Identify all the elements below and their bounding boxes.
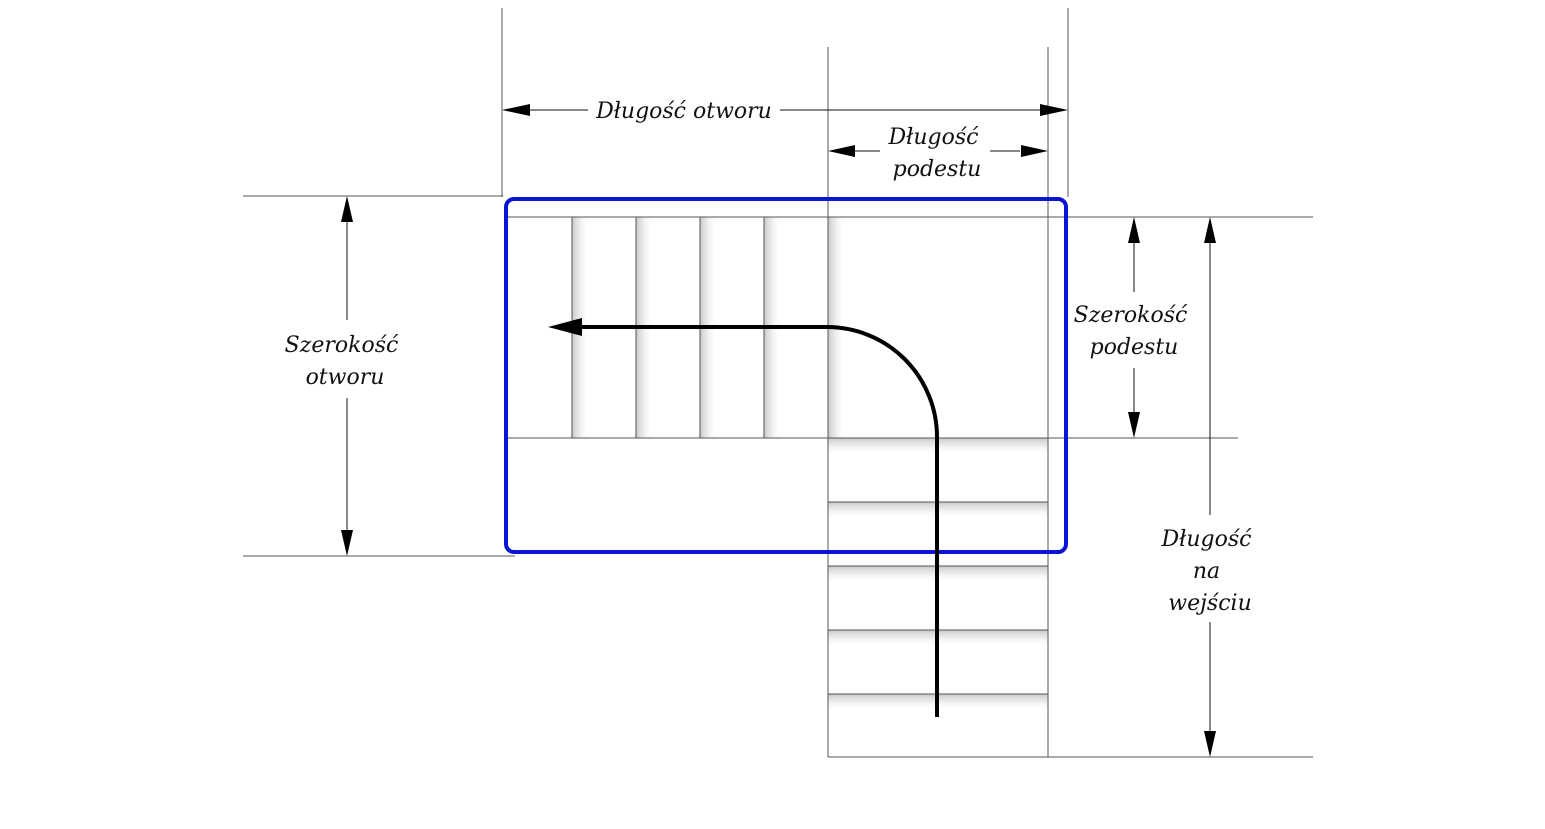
label-opening-width: Szerokość otworu <box>285 333 406 390</box>
dimension-entry-length: Długość na wejściu <box>1161 217 1259 757</box>
label-landing-width: Szerokość podestu <box>1074 303 1195 360</box>
extension-lines <box>243 8 1313 758</box>
label-entry-length-line-3: wejściu <box>1168 591 1252 616</box>
walking-direction-arrowhead <box>548 318 582 336</box>
label-landing-length-line-2: podestu <box>893 157 982 182</box>
label-entry-length-line-2: na <box>1193 559 1220 584</box>
dimension-landing-length: Długość podestu <box>828 125 1048 182</box>
label-entry-length: Długość na wejściu <box>1161 527 1259 616</box>
label-landing-width-line-2: podestu <box>1090 335 1179 360</box>
dimension-opening-width: Szerokość otworu <box>285 196 406 556</box>
walking-line-arrow <box>548 318 939 717</box>
label-landing-length-line-1: Długość <box>888 125 980 150</box>
stair-opening-outline <box>504 197 1068 554</box>
dimension-landing-width: Szerokość podestu <box>1074 217 1195 438</box>
label-opening-width-line-1: Szerokość <box>285 333 399 358</box>
dimension-opening-length: Długość otworu <box>502 99 1068 124</box>
label-landing-length: Długość podestu <box>888 125 986 182</box>
label-opening-length: Długość otworu <box>595 99 772 124</box>
label-entry-length-line-1: Długość <box>1161 527 1253 552</box>
label-landing-width-line-1: Szerokość <box>1074 303 1188 328</box>
label-opening-width-line-2: otworu <box>306 365 385 390</box>
